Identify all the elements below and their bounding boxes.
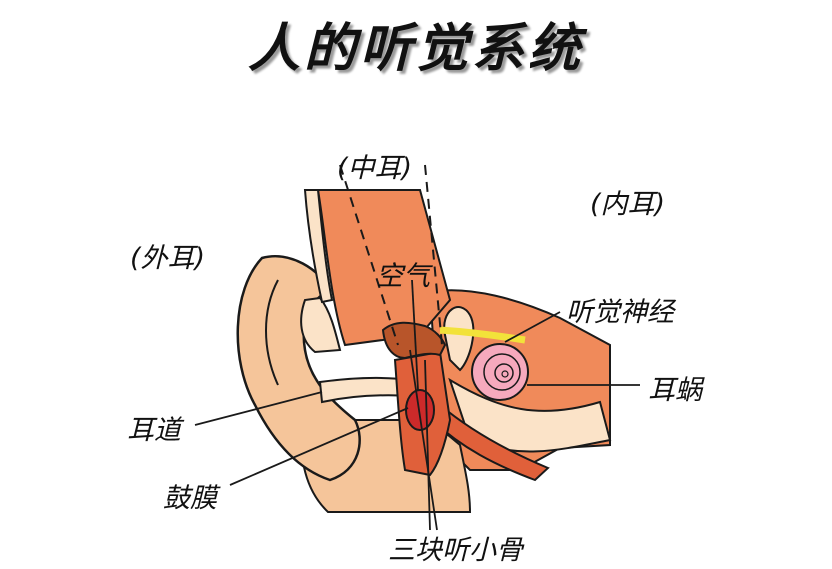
diagram-title: 人的听觉系统 [247,19,584,79]
auditory-nerve-shape [439,326,526,344]
region-label-middle-ear: (中耳) [337,153,413,184]
skull-bone-strip [303,189,334,304]
label-ossicles: 三块听小骨 [388,535,523,566]
semicircular-canal [443,306,475,372]
label-air: 空气 [376,261,430,292]
label-auditory-nerve: 听觉神经 [566,297,674,328]
cochlea-shape [471,343,529,401]
auricle-fold [265,279,279,386]
concha [300,296,342,354]
eustachian-tube [430,403,550,482]
eardrum [405,389,435,431]
region-label-inner-ear: (内耳) [590,189,666,220]
leader-lines [194,279,640,531]
label-cochlea: 耳蜗 [648,375,702,406]
ossicles [381,321,447,360]
region-label-outer-ear: (外耳) [130,243,206,274]
middle-ear-dashed-boundary [339,164,443,346]
label-ear-canal: 耳道 [127,415,181,446]
label-eardrum: 鼓膜 [163,483,217,514]
